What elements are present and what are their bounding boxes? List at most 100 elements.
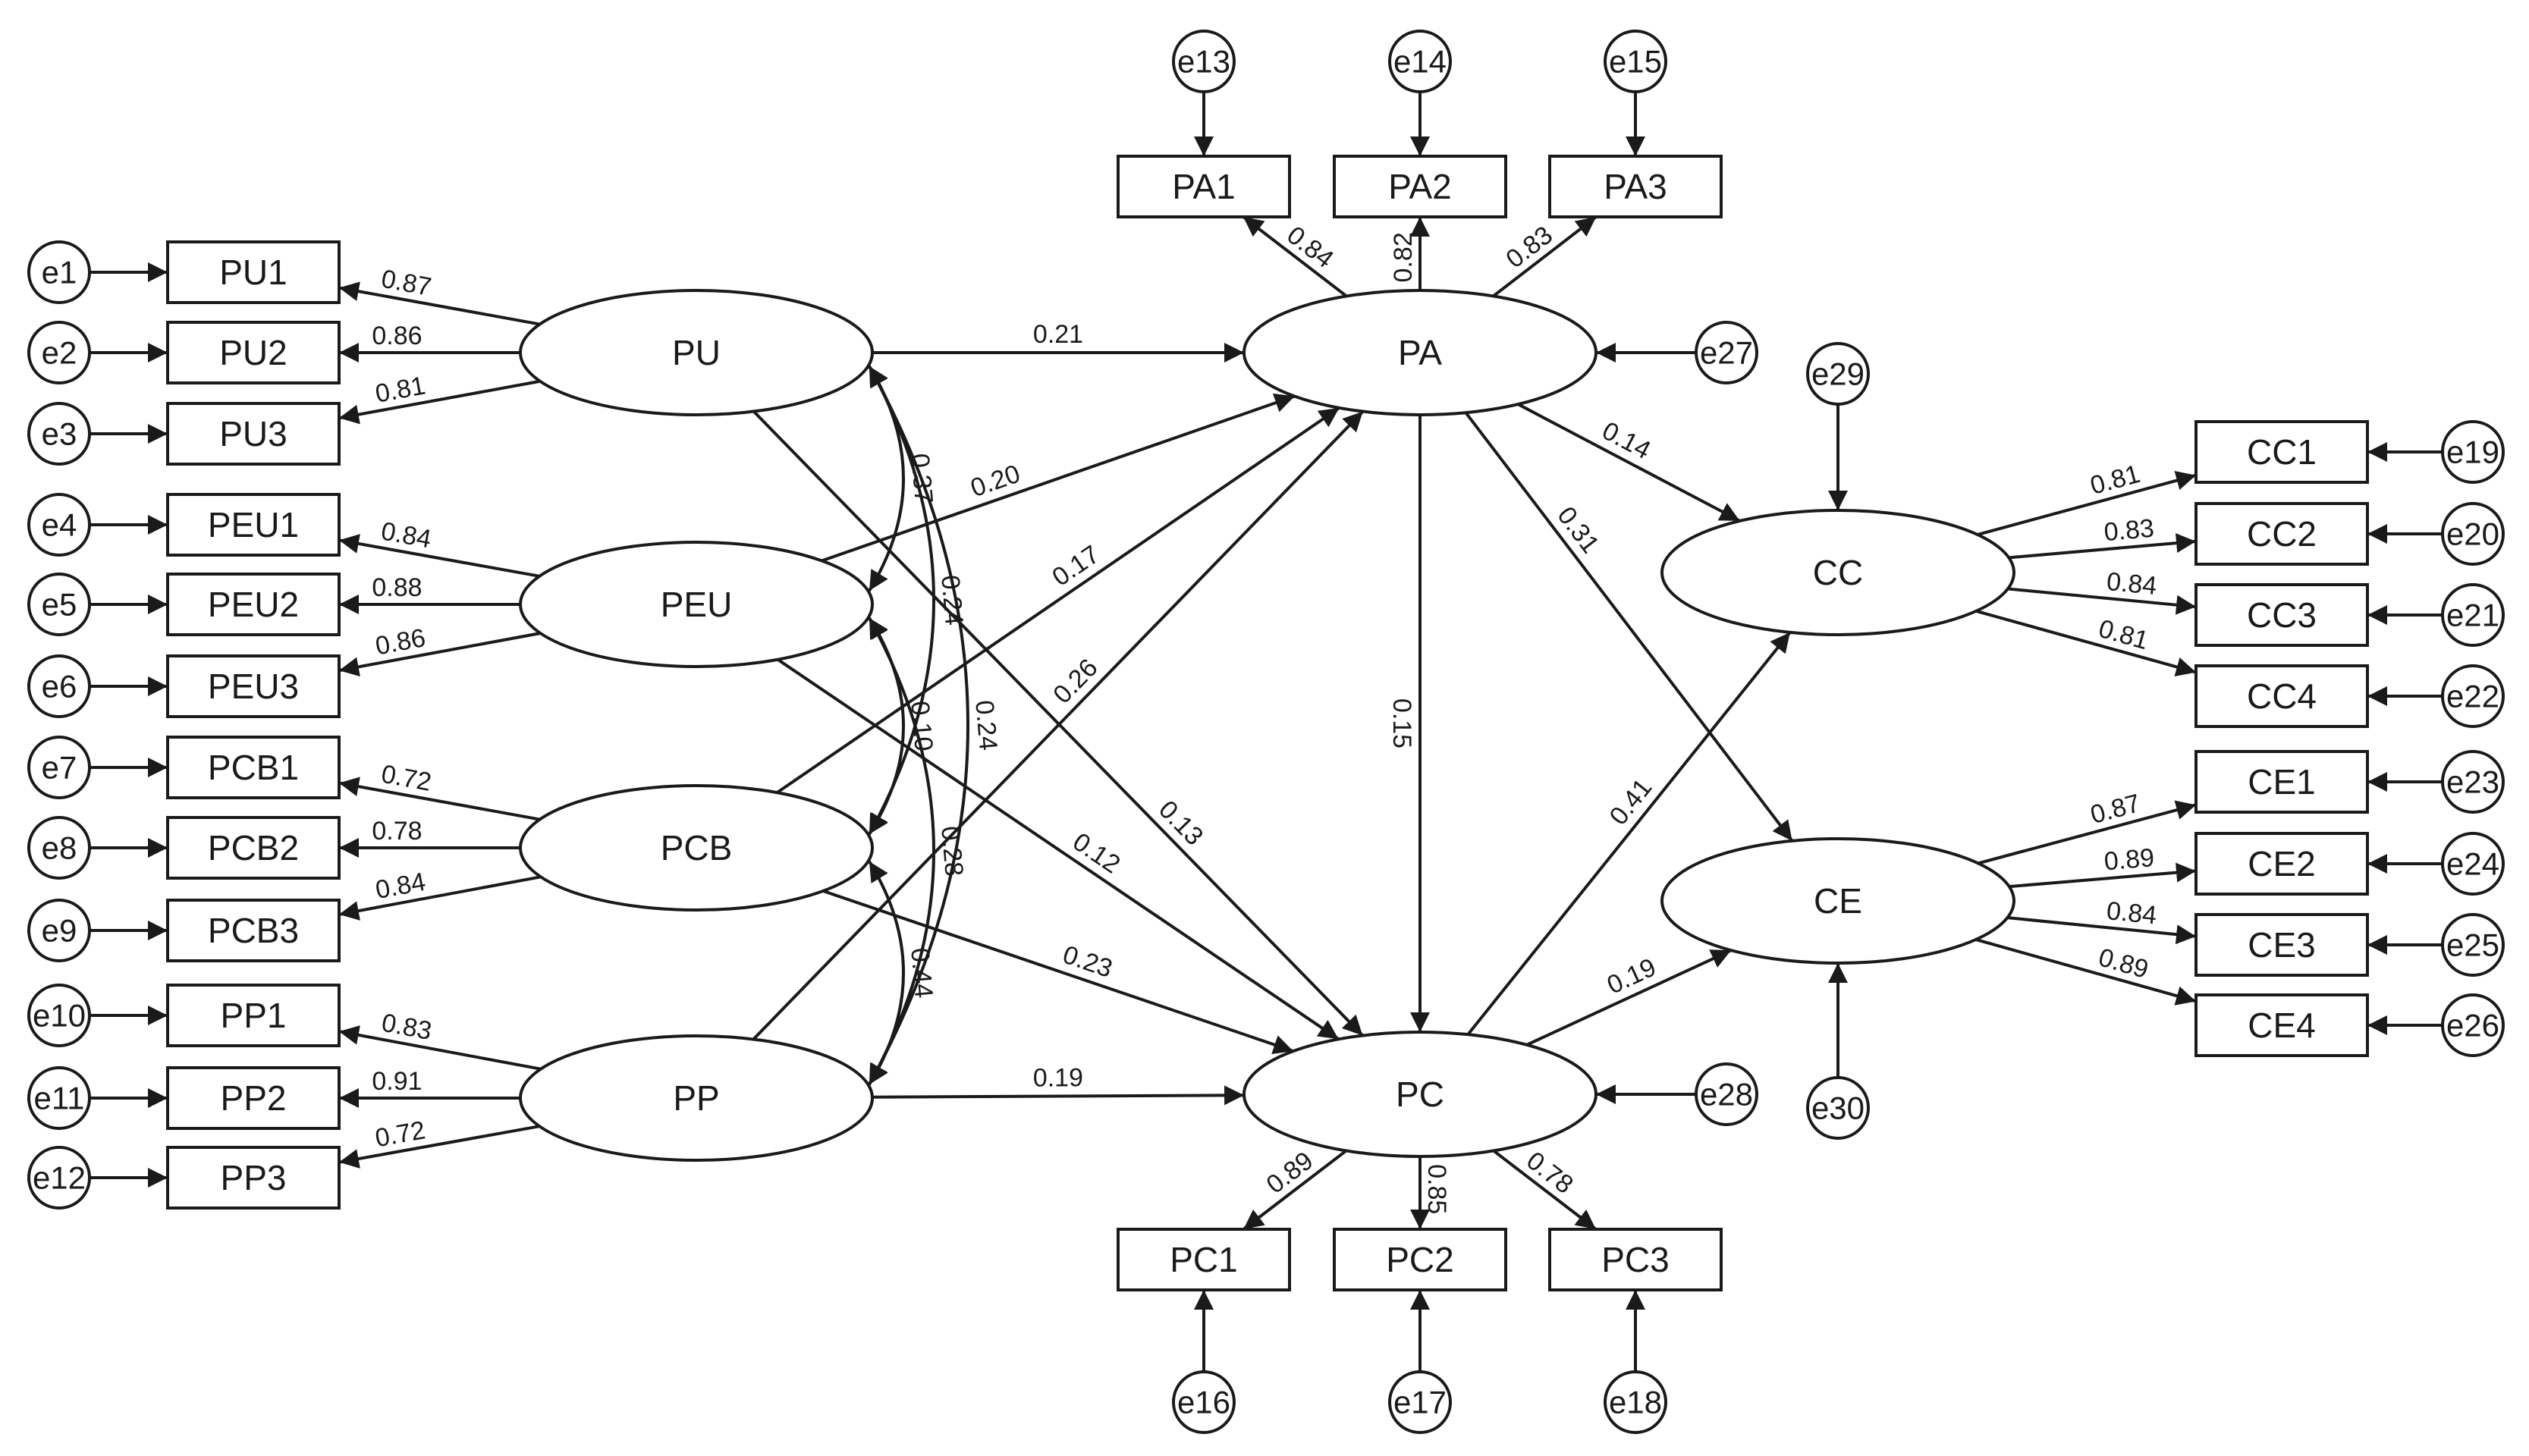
path-coef-peu-pc: 0.12: [1067, 827, 1125, 880]
indicator-label: CE1: [2248, 762, 2315, 802]
latent-pc: PC: [1243, 1031, 1598, 1158]
indicator-ce2: CE2: [2194, 832, 2369, 896]
error-circle: [2441, 664, 2505, 728]
indicator-label: CC2: [2247, 514, 2317, 554]
error-label: e17: [1393, 1385, 1447, 1420]
error-label: e14: [1393, 44, 1447, 80]
latent-label: PCB: [661, 828, 733, 868]
error-circle: [27, 240, 91, 304]
indicator-box: [2194, 750, 2369, 814]
error-circle: [2441, 832, 2505, 896]
loading-label-pu2: 0.86: [372, 322, 422, 350]
error-circle: [2441, 913, 2505, 977]
path-coef-pu-pc: 0.13: [1153, 795, 1208, 851]
indicator-pp2: PP2: [166, 1066, 341, 1130]
loading-label-cc2: 0.83: [2103, 514, 2155, 548]
error-label: e23: [2446, 764, 2499, 800]
error-e21: e21: [2441, 583, 2505, 647]
error-circle: [27, 493, 91, 557]
loading-label-pc1: 0.89: [1261, 1146, 1319, 1199]
latent-ellipse: [1660, 509, 2015, 636]
indicator-cc1: CC1: [2194, 420, 2369, 484]
error-circle: [1695, 321, 1758, 384]
indicator-label: PA2: [1388, 167, 1452, 206]
error-e28: e28: [1695, 1062, 1758, 1126]
error-label: e8: [42, 830, 77, 866]
loading-arrow-pa-pa3: [1492, 215, 1598, 298]
loading-label-ce4: 0.89: [2095, 943, 2151, 984]
error-circle: [27, 816, 91, 880]
error-label: e21: [2446, 598, 2499, 633]
indicator-peu2: PEU2: [166, 573, 341, 636]
loading-arrow-cc-cc4: [1975, 609, 2197, 677]
loading-arrow-pcb-pcb3: [338, 875, 542, 921]
error-circle: [27, 899, 91, 962]
error-circle: [1388, 1370, 1452, 1434]
loading-label-cc4: 0.81: [2095, 614, 2151, 655]
path-coef-pc-ce: 0.19: [1603, 952, 1660, 999]
loading-label-peu2: 0.88: [372, 573, 422, 602]
latent-pp: PP: [519, 1034, 874, 1162]
latent-label: PEU: [661, 585, 733, 624]
error-e9: e9: [27, 899, 91, 962]
correlation-arc-pcb-pp: [868, 860, 905, 1086]
error-e27: e27: [1695, 321, 1758, 384]
correlation-arc-peu-pp: [868, 617, 935, 1085]
indicator-label: PA1: [1172, 167, 1236, 206]
indicator-box: [2194, 832, 2369, 896]
indicator-box: [166, 654, 341, 718]
loading-arrow-ce-ce4: [1975, 938, 2197, 1006]
indicator-ce1: CE1: [2194, 750, 2369, 814]
indicator-box: [166, 736, 341, 799]
indicator-box: [166, 899, 341, 962]
error-label: e11: [34, 1081, 85, 1116]
loading-label-ce2: 0.89: [2103, 843, 2155, 876]
error-e30: e30: [1806, 1076, 1870, 1140]
indicator-box: [166, 1146, 341, 1210]
error-e23: e23: [2441, 750, 2505, 814]
loading-arrow-pu-pu3: [338, 379, 541, 425]
path-arrow-pcb-pc: [822, 890, 1294, 1055]
indicator-label: PC3: [1601, 1240, 1669, 1279]
error-e5: e5: [27, 573, 91, 636]
indicator-label: PU3: [219, 414, 287, 453]
latent-label: CC: [1813, 553, 1863, 592]
error-e12: e12: [27, 1146, 91, 1210]
indicator-pc2: PC2: [1333, 1228, 1507, 1291]
correlation-coef-pu-pp: 0.24: [969, 699, 1003, 752]
indicator-box: [1333, 155, 1507, 218]
error-circle: [2441, 420, 2505, 484]
indicator-box: [1117, 155, 1291, 218]
indicator-label: CE4: [2248, 1006, 2315, 1045]
indicator-box: [166, 984, 341, 1047]
path-arrow-pu-pc: [752, 410, 1364, 1037]
indicator-label: PU1: [219, 253, 287, 292]
latent-label: CE: [1814, 881, 1862, 921]
indicator-cc2: CC2: [2194, 502, 2369, 566]
error-circle: [27, 736, 91, 799]
indicator-box: [2194, 664, 2369, 728]
error-circle: [2441, 750, 2505, 814]
indicator-box: [1548, 155, 1723, 218]
indicator-label: PCB2: [208, 828, 299, 868]
error-circle: [27, 573, 91, 636]
error-e25: e25: [2441, 913, 2505, 977]
path-coef-pa-pc: 0.15: [1387, 698, 1416, 748]
indicator-pcb2: PCB2: [166, 816, 341, 880]
error-e14: e14: [1388, 30, 1452, 93]
indicator-box: [1333, 1228, 1507, 1291]
correlation-coef-pu-peu: 0.37: [905, 452, 938, 504]
loading-arrow-pc-pc3: [1492, 1149, 1598, 1231]
indicator-box: [166, 240, 341, 304]
indicator-peu3: PEU3: [166, 654, 341, 718]
path-coef-peu-pa: 0.20: [967, 460, 1024, 504]
indicator-label: PCB3: [208, 911, 299, 950]
loading-label-pa1: 0.84: [1281, 221, 1339, 274]
indicator-label: CC3: [2247, 595, 2317, 635]
error-e26: e26: [2441, 993, 2505, 1057]
error-label: e6: [42, 669, 77, 704]
indicator-label: PU2: [219, 333, 287, 372]
indicator-ce3: CE3: [2194, 913, 2369, 977]
correlation-coef-peu-pp: 0.28: [935, 825, 969, 877]
